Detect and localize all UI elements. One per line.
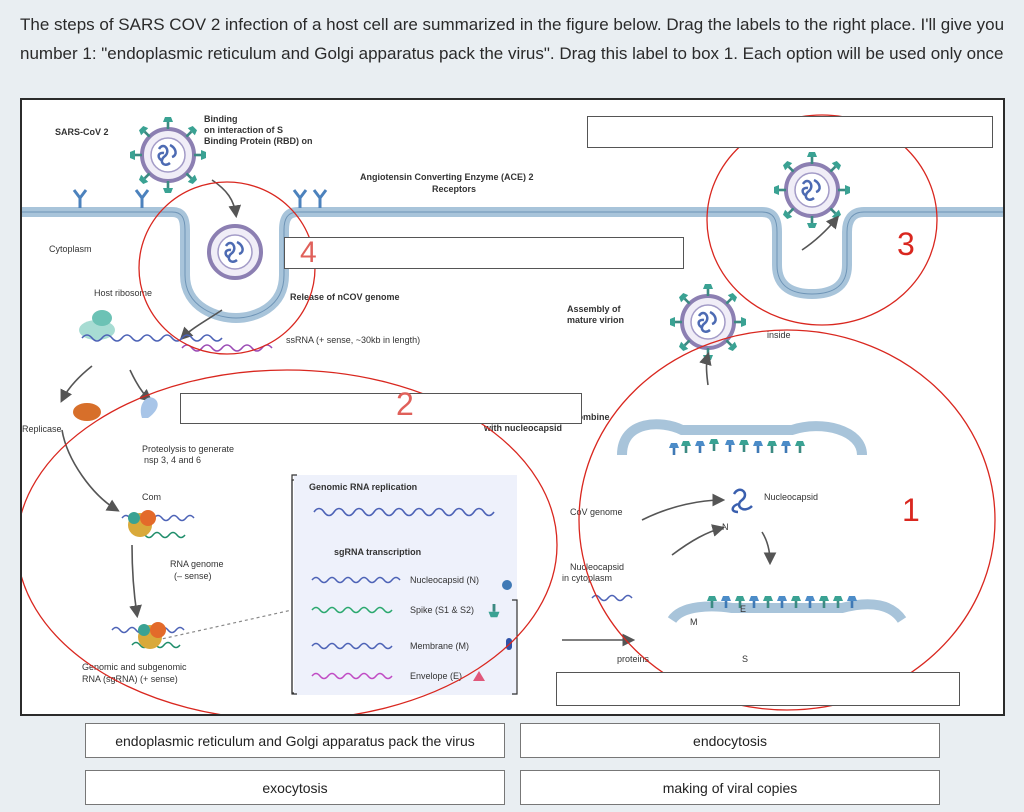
label-ace1: Angiotensin Converting Enzyme (ACE) 2 <box>360 172 534 182</box>
label-sem2: with nucleocapsid <box>483 423 562 433</box>
question-prompt: The steps of SARS COV 2 infection of a h… <box>20 15 1005 63</box>
label-e: E <box>740 604 746 614</box>
annotation-ellipse-1 <box>578 329 996 711</box>
option-label: making of viral copies <box>662 779 798 796</box>
label-sars: SARS-CoV 2 <box>55 127 109 137</box>
label-genomic-sub1: Genomic and subgenomic <box>82 662 187 672</box>
option-label: endoplasmic reticulum and Golgi apparatu… <box>115 732 475 749</box>
annotation-number-4: 4 <box>300 236 317 269</box>
annotation-number-3: 3 <box>897 226 915 262</box>
annotation-ellipse-2 <box>22 369 558 714</box>
label-release: Release of nCOV genome <box>290 292 400 302</box>
infection-figure: SARS-CoV 2 Binding on interaction of S B… <box>20 98 1005 716</box>
drop-box-top-right[interactable] <box>587 116 993 148</box>
option-viral-copies[interactable]: making of viral copies <box>520 770 940 805</box>
label-nucleocapsid-right: Nucleocapsid <box>764 492 818 502</box>
label-replicase: Replicase <box>22 424 62 434</box>
label-inside: inside <box>767 330 791 340</box>
label-assembly1: Assembly of <box>567 304 622 314</box>
annotation-ellipse-3 <box>706 114 938 326</box>
label-proteins: proteins <box>617 654 650 664</box>
label-membrane: Membrane (M) <box>410 641 469 651</box>
label-ace2: Receptors <box>432 184 476 194</box>
option-er-golgi[interactable]: endoplasmic reticulum and Golgi apparatu… <box>85 723 505 758</box>
label-genomic-sub2: RNA (sgRNA) (+ sense) <box>82 674 178 684</box>
option-label: endocytosis <box>693 732 767 749</box>
option-label: exocytosis <box>262 779 328 796</box>
label-proteolysis1: Proteolysis to generate <box>142 444 234 454</box>
label-nucleocapsid-cyto2: in cytoplasm <box>562 573 612 583</box>
label-binding3: Binding Protein (RBD) on <box>204 136 312 146</box>
option-endocytosis[interactable]: endocytosis <box>520 723 940 758</box>
label-spike: Spike (S1 & S2) <box>410 605 474 615</box>
option-exocytosis[interactable]: exocytosis <box>85 770 505 805</box>
label-ribosome: Host ribosome <box>94 288 152 298</box>
label-binding1: Binding <box>204 114 238 124</box>
label-rna-genome2: (– sense) <box>174 571 212 581</box>
label-n: N <box>722 522 729 532</box>
drop-box-4[interactable] <box>284 237 684 269</box>
label-nucleocapsid-n: Nucleocapsid (N) <box>410 575 479 585</box>
label-genomic-rep: Genomic RNA replication <box>309 482 417 492</box>
label-m: M <box>690 617 698 627</box>
label-cov-genome: CoV genome <box>570 507 623 517</box>
label-nucleocapsid-cyto1: Nucleocapsid <box>570 562 624 572</box>
label-ssrna: ssRNA (+ sense, ~30kb in length) <box>286 335 420 345</box>
label-proteolysis2: nsp 3, 4 and 6 <box>144 455 201 465</box>
label-s: S <box>742 654 748 664</box>
annotation-number-2: 2 <box>396 386 414 422</box>
label-sgrna: sgRNA transcription <box>334 547 421 557</box>
drop-box-bottom-right[interactable] <box>556 672 960 706</box>
label-rna-genome1: RNA genome <box>170 559 224 569</box>
annotation-number-1: 1 <box>902 492 920 528</box>
label-binding2: on interaction of S <box>204 125 283 135</box>
drop-box-2[interactable] <box>180 393 582 424</box>
label-envelope: Envelope (E) <box>410 671 462 681</box>
label-assembly2: mature virion <box>567 315 624 325</box>
label-cytoplasm: Cytoplasm <box>49 244 92 254</box>
label-com: Com <box>142 492 161 502</box>
